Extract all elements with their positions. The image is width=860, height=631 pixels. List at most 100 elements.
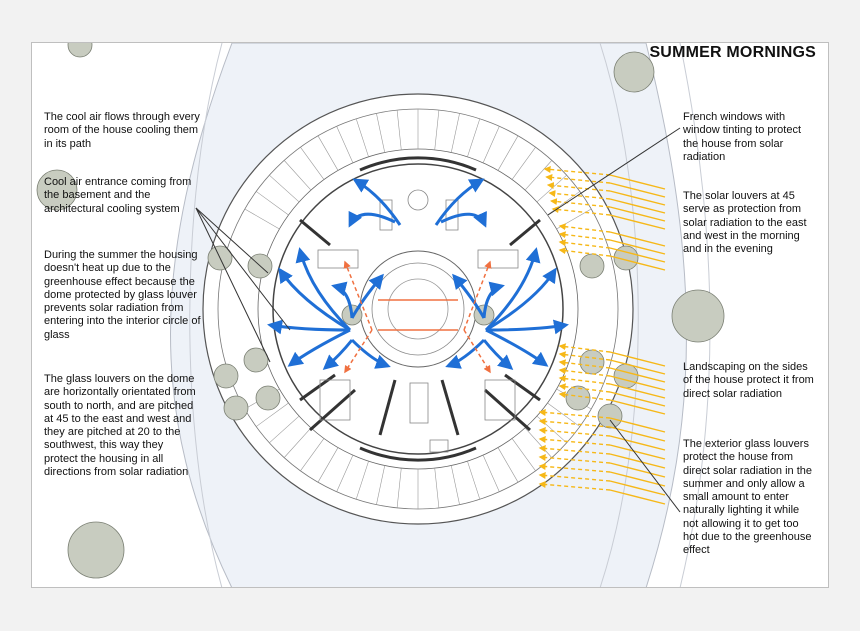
landscape-edge-left <box>189 43 223 587</box>
sun-ray <box>609 198 666 214</box>
note-glass-louvers-dome: The glass louvers on the dome are horizo… <box>44 373 196 479</box>
note-cool-air-entrance: Cool air entrance coming from the baseme… <box>44 176 192 215</box>
sun-ray-dashed <box>538 408 611 419</box>
cool-air-arrow <box>482 339 514 370</box>
sun-ray <box>609 351 666 367</box>
sun-ray-dashed <box>538 426 611 437</box>
sun-ray <box>609 231 666 247</box>
tree-left-6 <box>223 395 249 421</box>
louver-line <box>256 191 289 216</box>
louver-line <box>317 135 339 171</box>
louver-line <box>269 415 300 444</box>
sun-ray-dashed <box>551 206 611 216</box>
sun-ray <box>609 182 666 198</box>
louver-line <box>450 113 460 153</box>
landscape-edge-right <box>599 43 639 587</box>
sun-ray <box>609 417 666 433</box>
note-exterior-glass-louvers: The exterior glass louvers protect the h… <box>683 438 813 557</box>
louver-line <box>482 126 500 163</box>
cool-air-arrow <box>295 247 352 332</box>
sun-ray <box>609 435 666 451</box>
sun-ray-dashed <box>546 182 611 192</box>
cool-air-arrow <box>322 339 354 370</box>
sun-ray-dashed <box>538 444 611 455</box>
sun-ray-dashed <box>558 231 611 241</box>
louver-line <box>396 468 402 508</box>
louver-line <box>256 402 289 427</box>
tree-right-3 <box>671 289 725 343</box>
tree-left-7 <box>255 385 281 411</box>
sun-ray <box>609 489 666 505</box>
sun-ray <box>609 359 666 375</box>
sun-ray <box>609 367 666 383</box>
louver-line <box>467 461 481 500</box>
louver-line <box>376 465 386 505</box>
sun-ray-dashed <box>558 351 611 361</box>
louver-line <box>547 402 580 427</box>
cool-air-arrow <box>287 328 351 367</box>
interior-ring <box>272 163 564 455</box>
cool-air-arrow <box>348 210 396 228</box>
tree-bottom-left <box>67 521 125 579</box>
cool-air-arrow <box>352 178 402 226</box>
louver-line <box>376 113 386 153</box>
cool-air-arrow <box>452 273 486 319</box>
tree-top-left <box>67 43 93 58</box>
tree-top-right <box>613 51 655 93</box>
cool-air-arrow <box>267 319 351 335</box>
sun-ray <box>609 375 666 391</box>
cool-air-arrow <box>331 281 354 319</box>
sun-ray-dashed <box>550 198 611 208</box>
tree-left-5 <box>213 363 239 389</box>
sun-ray-dashed <box>545 174 611 184</box>
cool-air-arrow <box>485 267 557 332</box>
sun-ray-dashed <box>558 367 611 377</box>
sun-ray-dashed <box>538 417 611 428</box>
louver-line <box>300 438 325 471</box>
cool-air-arrow <box>485 328 549 367</box>
cool-air-arrow <box>482 281 505 319</box>
louver-line <box>434 468 440 508</box>
note-landscaping: Landscaping on the sides of the house pr… <box>683 361 814 400</box>
outer-ring <box>202 93 634 525</box>
louver-line <box>355 118 369 157</box>
sun-ray-dashed <box>558 359 611 369</box>
sun-ray <box>609 255 666 271</box>
tree-right-4 <box>579 349 605 375</box>
louver-line <box>497 447 519 483</box>
sun-ray <box>609 471 666 487</box>
louver-line <box>511 147 536 180</box>
sun-ray-dashed <box>548 190 611 200</box>
louver-line <box>269 174 300 203</box>
tree-right-5 <box>613 363 639 389</box>
sun-ray <box>609 480 666 496</box>
sun-ray-dashed <box>543 166 611 176</box>
tree-left-4 <box>243 347 269 373</box>
note-french-windows: French windows with window tinting to pr… <box>683 111 802 163</box>
louver-line <box>524 160 553 191</box>
louver-line <box>317 447 339 483</box>
sun-ray <box>609 247 666 263</box>
cool-air-arrow <box>440 210 487 228</box>
tree-right-1 <box>579 253 605 279</box>
sun-ray <box>609 399 666 415</box>
louver-line <box>511 438 536 471</box>
tree-right-7 <box>597 403 623 429</box>
sun-ray-dashed <box>538 435 611 446</box>
tree-right-2 <box>613 245 639 271</box>
louver-line <box>336 455 354 492</box>
louver-line <box>434 110 440 150</box>
louver-line <box>355 461 369 500</box>
sun-ray <box>609 391 666 407</box>
sun-ray-dashed <box>558 223 611 233</box>
sun-ray <box>609 383 666 399</box>
louver-line <box>497 135 519 171</box>
sun-ray <box>609 239 666 255</box>
louver-line <box>467 118 481 157</box>
sun-ray-dashed <box>558 375 611 385</box>
cool-air-arrow <box>278 267 351 332</box>
cool-air-arrow <box>350 338 391 369</box>
louver-line <box>396 110 402 150</box>
sun-ray <box>609 444 666 460</box>
sun-ray <box>609 462 666 478</box>
